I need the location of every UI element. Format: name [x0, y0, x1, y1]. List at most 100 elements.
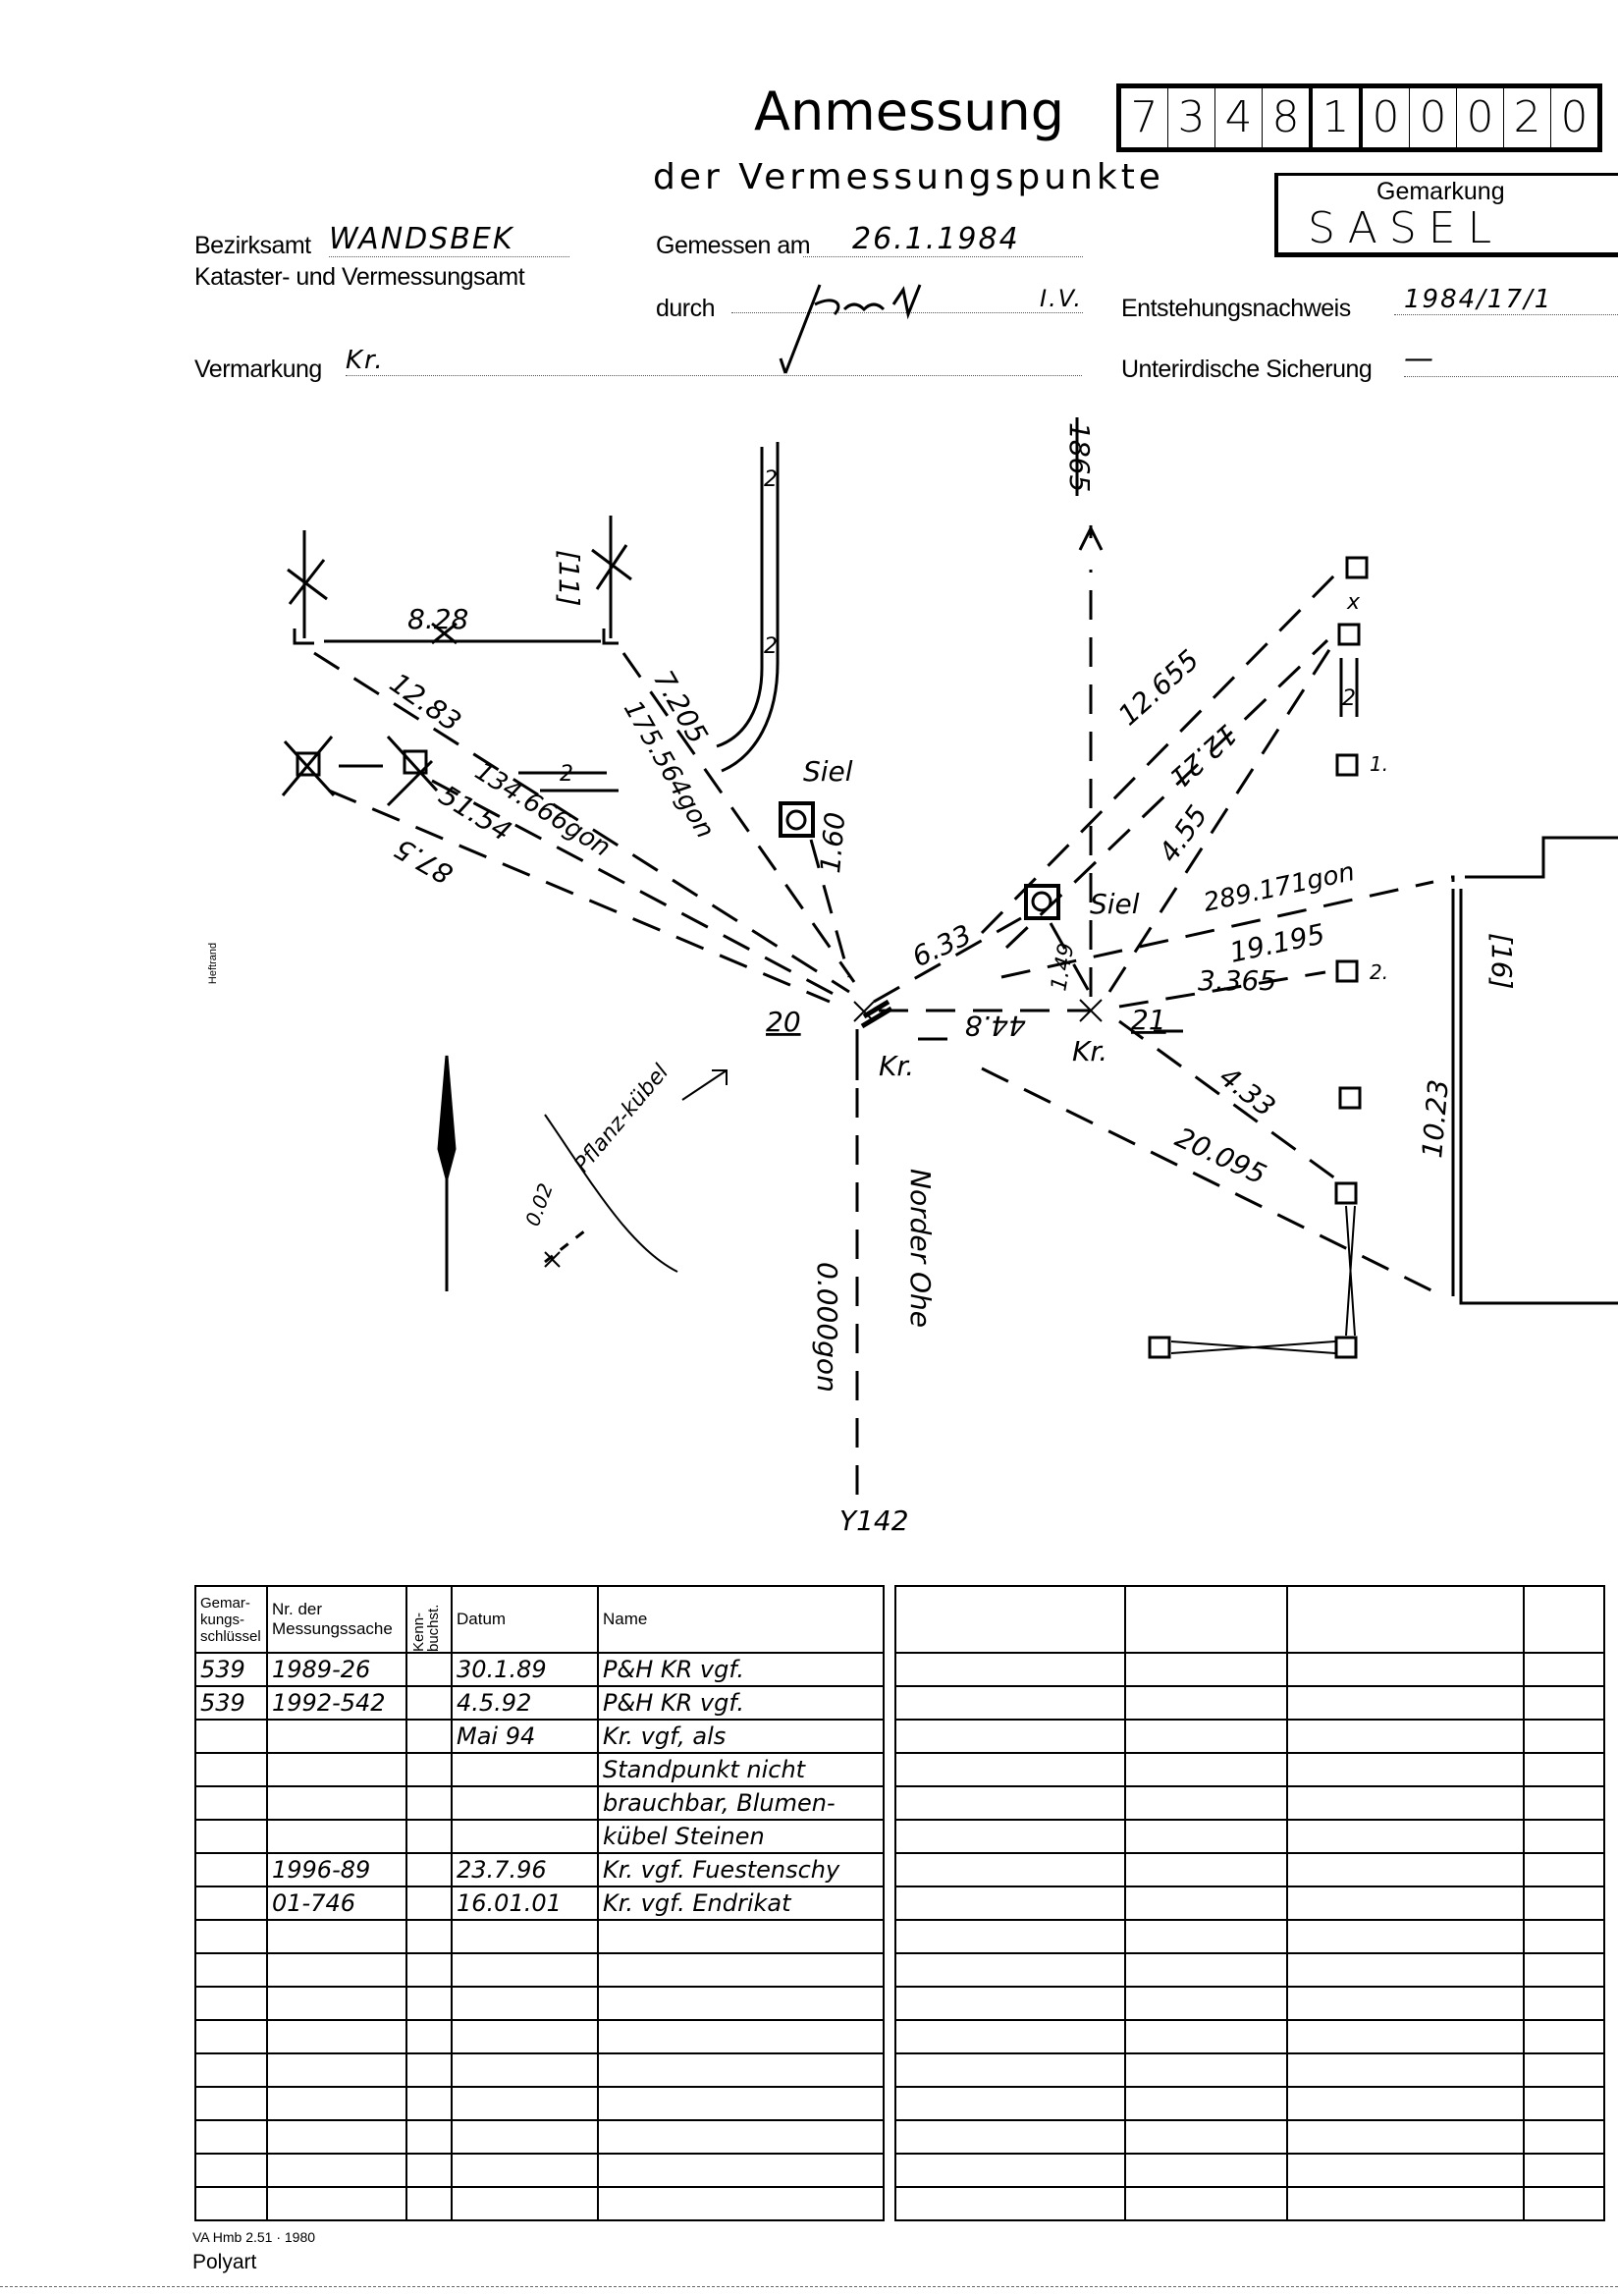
table-cell	[597, 2153, 885, 2188]
form-title: Anmessung	[754, 81, 1064, 142]
table-cell	[451, 2153, 599, 2188]
table-cell	[1286, 1685, 1525, 1721]
table-cell	[405, 2186, 453, 2221]
durch-label: durch	[656, 295, 716, 322]
table-cell	[194, 2019, 268, 2054]
table-cell	[1286, 2153, 1525, 2188]
table-cell	[597, 2186, 885, 2221]
table-cell	[1124, 1652, 1288, 1687]
table-row	[194, 2186, 885, 2221]
table-cell	[1523, 1819, 1605, 1854]
bezirksamt-value: WANDSBEK	[329, 222, 569, 257]
table-cell	[1124, 2086, 1288, 2121]
col-header-messungssache: Nr. der Messungssache	[266, 1585, 407, 1654]
table-cell	[1523, 1719, 1605, 1754]
empty-header	[894, 1585, 1126, 1654]
table-cell	[894, 1919, 1126, 1954]
table-cell	[405, 1652, 453, 1687]
table-cell	[894, 1785, 1126, 1821]
measure-label: 2	[560, 762, 573, 787]
table-cell	[1124, 2119, 1288, 2155]
empty-header	[1523, 1585, 1605, 1654]
table-row	[894, 1952, 1605, 1988]
table-cell	[405, 1886, 453, 1921]
table-row	[194, 2119, 885, 2155]
table-cell	[597, 1919, 885, 1954]
kataster-label: Kataster- und Vermessungsamt	[194, 263, 525, 291]
table-row	[894, 1785, 1605, 1821]
table-cell	[451, 2019, 599, 2054]
unterirdisch-label: Unterirdische Sicherung	[1121, 355, 1373, 383]
table-cell	[194, 1919, 268, 1954]
table-row	[894, 2119, 1605, 2155]
table-row	[894, 2052, 1605, 2088]
digit: 1	[1313, 88, 1363, 147]
table-row	[194, 2019, 885, 2054]
table-cell	[1523, 2119, 1605, 2155]
table-row	[894, 1852, 1605, 1887]
square-label: 2.	[1370, 960, 1388, 984]
table-cell	[894, 1652, 1126, 1687]
empty-header	[1124, 1585, 1288, 1654]
table-cell	[266, 1785, 407, 1821]
table-cell	[194, 2086, 268, 2121]
history-table-continued	[894, 1585, 1605, 2221]
square-label: 1.	[1370, 752, 1388, 776]
gemessen-value: 26.1.1984	[803, 222, 1083, 257]
river-label: Norder Ohe	[904, 1169, 937, 1328]
table-cell	[1124, 1886, 1288, 1921]
table-cell	[194, 1852, 268, 1887]
digit: 0	[1560, 92, 1589, 142]
form-id: VA Hmb 2.51 · 1980	[192, 2229, 316, 2245]
table-cell	[405, 2153, 453, 2188]
table-cell	[894, 2119, 1126, 2155]
table-cell	[1124, 1819, 1288, 1854]
table-cell	[894, 1886, 1126, 1921]
table-row	[894, 1986, 1605, 2021]
table-cell	[1286, 1652, 1525, 1687]
table-row	[194, 1986, 885, 2021]
point-21-label: 21	[1131, 1004, 1166, 1036]
table-cell	[1124, 1685, 1288, 1721]
table-cell	[894, 1685, 1126, 1721]
table-cell	[894, 2019, 1126, 2054]
table-cell	[266, 1819, 407, 1854]
digit: 4	[1215, 88, 1263, 147]
survey-sketch: 8.28 [11] 12.83 134.666gon 51.54 87.5 7.…	[281, 417, 1618, 1537]
table-cell: 1992-542	[266, 1685, 407, 1721]
measure-label: 0.02	[520, 1180, 558, 1230]
table-cell	[405, 2086, 453, 2121]
table-cell	[1523, 1919, 1605, 1954]
table-cell	[1286, 2019, 1525, 2054]
table-row	[894, 2186, 1605, 2221]
table-cell	[266, 2186, 407, 2221]
table-cell	[894, 1752, 1126, 1787]
table-cell	[266, 1719, 407, 1754]
table-cell: 4.5.92	[451, 1685, 599, 1721]
table-row	[894, 2019, 1605, 2054]
table-cell: 23.7.96	[451, 1852, 599, 1887]
table-cell: Kr. vgf, als	[597, 1719, 885, 1754]
table-cell	[1523, 1652, 1605, 1687]
measure-label: 2	[1342, 686, 1356, 711]
table-cell	[405, 2019, 453, 2054]
table-cell	[451, 2052, 599, 2088]
table-row	[894, 1752, 1605, 1787]
measure-label: 2	[764, 634, 778, 659]
table-row	[894, 1719, 1605, 1754]
col-header-name: Name	[597, 1585, 885, 1654]
table-cell	[1523, 1986, 1605, 2021]
table-row	[194, 1919, 885, 1954]
gemarkung-value: SASEL	[1308, 203, 1504, 253]
table-cell: 539	[194, 1652, 268, 1687]
col-header-gemarkungsschluessel: Gemar-kungs-schlüssel	[194, 1585, 268, 1654]
table-cell	[894, 1986, 1126, 2021]
measure-label: 4.55	[1153, 799, 1214, 868]
table-row: kübel Steinen	[194, 1819, 885, 1854]
table-cell	[405, 1952, 453, 1988]
table-cell	[405, 1685, 453, 1721]
entstehung-label: Entstehungsnachweis	[1121, 295, 1351, 322]
measure-label: 20.095	[1170, 1121, 1271, 1190]
table-row	[894, 1886, 1605, 1921]
